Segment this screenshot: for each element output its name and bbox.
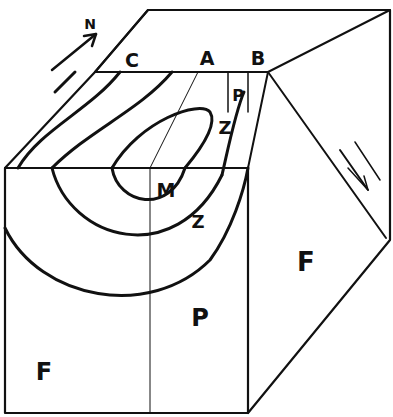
map-label: B — [251, 49, 265, 68]
map-label: F — [297, 249, 315, 275]
map-label: A — [200, 49, 215, 68]
map-label: C — [125, 51, 139, 70]
map-label: N — [84, 17, 96, 31]
map-label: P — [191, 306, 209, 330]
map-label: M — [157, 181, 176, 200]
map-label: P — [232, 88, 244, 104]
map-label: F — [36, 360, 52, 384]
map-label: Z — [218, 119, 231, 137]
map-label: Z — [191, 213, 204, 231]
